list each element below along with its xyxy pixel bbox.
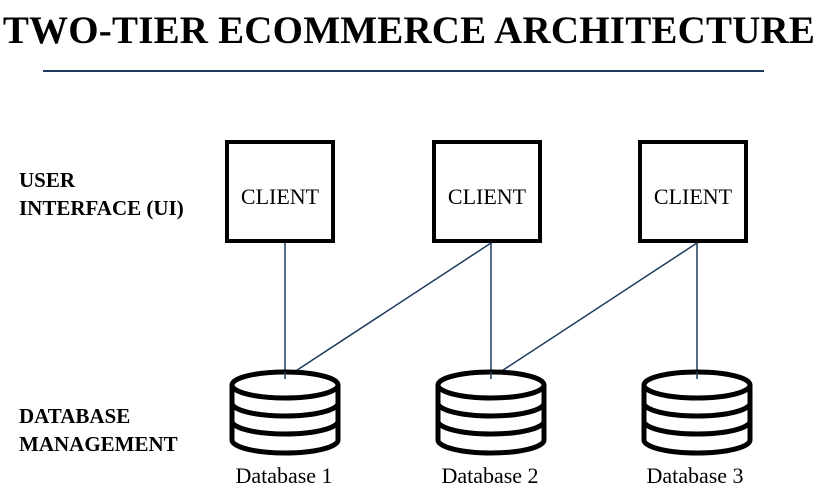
- database-icon: [641, 369, 753, 456]
- tier-label-ui-line2: INTERFACE (UI): [19, 196, 184, 220]
- database-icon: [435, 369, 547, 456]
- connector-client3-db2: [490, 242, 698, 379]
- connector-client2-db1: [284, 242, 492, 379]
- client-label-1: CLIENT: [240, 184, 320, 209]
- tier-label-database-line2: MANAGEMENT: [19, 432, 178, 456]
- client-label-3: CLIENT: [653, 184, 733, 209]
- tier-label-database: DATABASE MANAGEMENT: [19, 402, 178, 458]
- tier-label-ui-line1: USER: [19, 168, 76, 192]
- title-divider: [43, 70, 764, 72]
- database-label-2: Database 2: [441, 463, 539, 488]
- database-label-1: Database 1: [235, 463, 333, 488]
- tier-label-database-line1: DATABASE: [19, 404, 131, 428]
- client-box-2: CLIENT: [432, 140, 542, 243]
- client-box-3: CLIENT: [638, 140, 748, 243]
- database-label-3: Database 3: [646, 463, 744, 488]
- database-icon: [229, 369, 341, 456]
- tier-label-ui: USER INTERFACE (UI): [19, 166, 184, 222]
- client-box-1: CLIENT: [225, 140, 335, 243]
- client-label-2: CLIENT: [447, 184, 527, 209]
- page-title: TWO-TIER ECOMMERCE ARCHITECTURE: [2, 9, 816, 52]
